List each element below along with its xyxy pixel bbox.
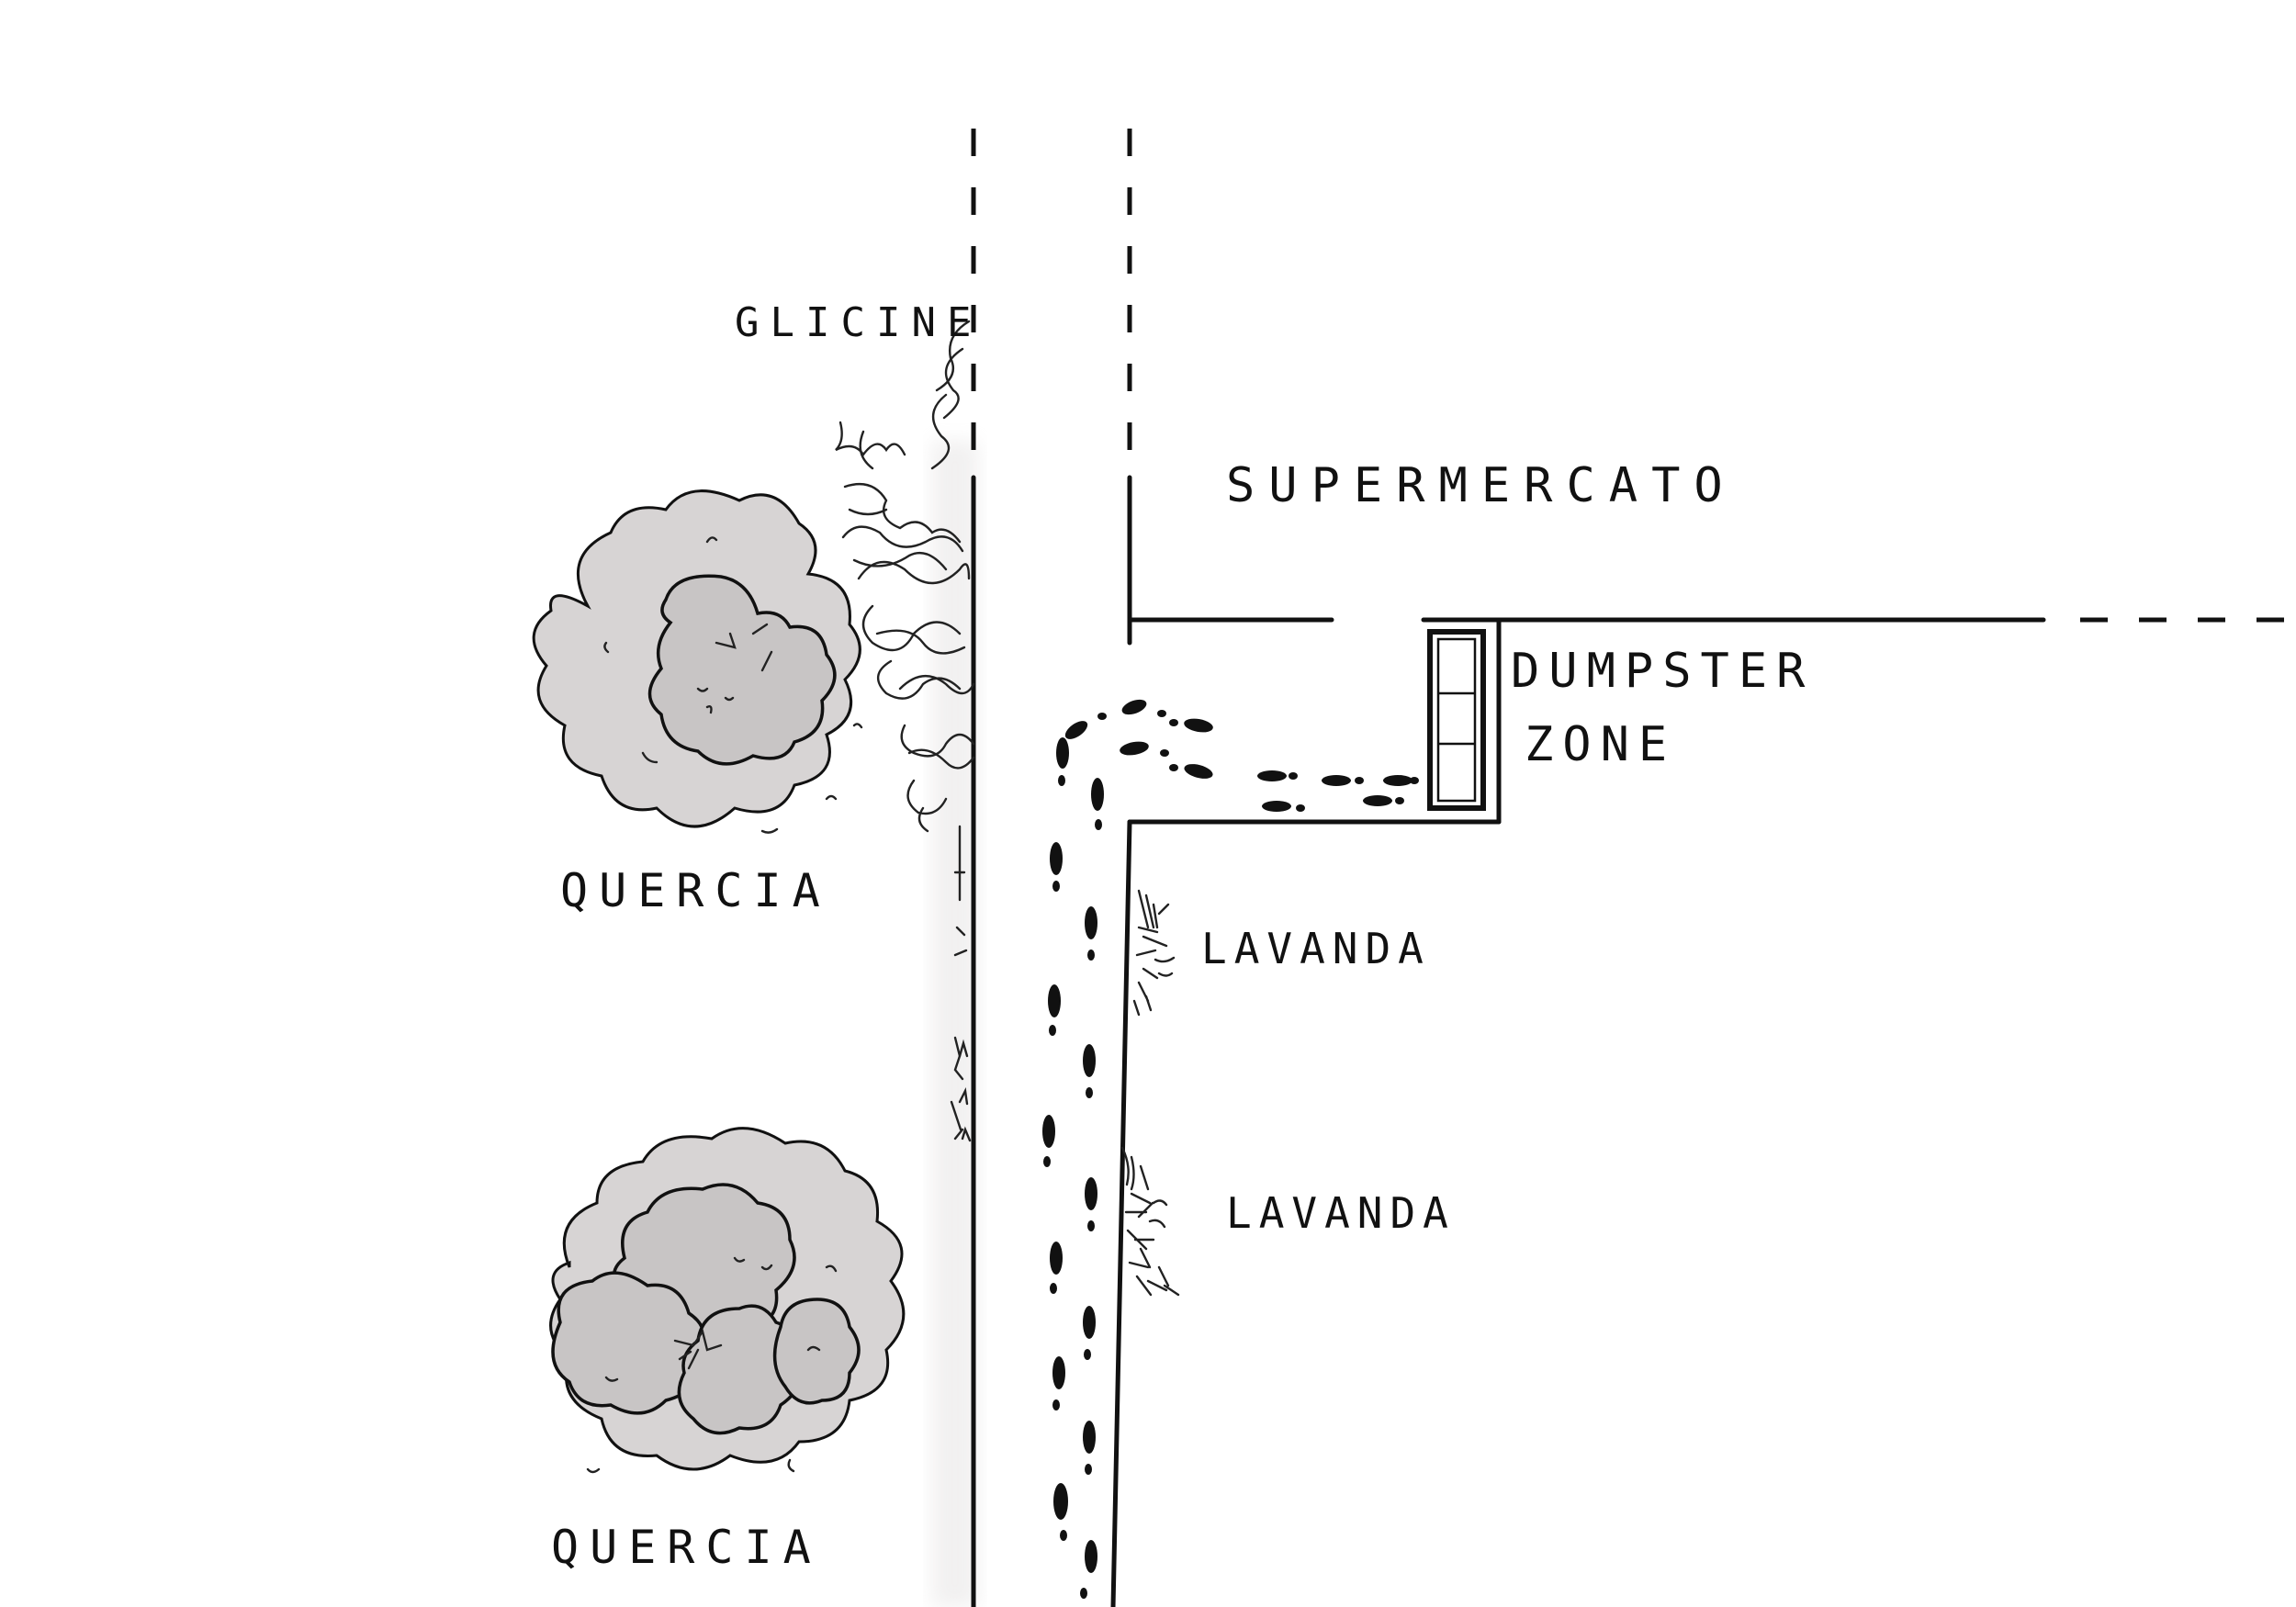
right-path-wall-lower <box>1110 819 1132 1607</box>
oak-tree-top-icon <box>532 489 863 834</box>
label-zone: ZONE <box>1525 717 1677 772</box>
label-lavanda-top: LAVANDA <box>1201 924 1431 973</box>
dumpster-icon <box>1427 629 1486 811</box>
wall-shadow <box>932 441 978 1607</box>
label-supermercato: SUPERMERCATO <box>1226 458 1737 513</box>
label-quercia-top: QUERCIA <box>560 864 831 917</box>
label-quercia-bottom: QUERCIA <box>551 1521 822 1574</box>
label-dumpster: DUMPSTER <box>1511 644 1815 699</box>
footprints-trail-icon <box>1042 699 1419 1599</box>
lavender-shrub-bottom-icon <box>1120 1146 1180 1297</box>
oak-tree-bottom-icon <box>549 1127 906 1474</box>
grass-tuft-icon <box>958 1039 972 1142</box>
label-lavanda-bottom: LAVANDA <box>1226 1188 1456 1238</box>
lavender-shrub-top-icon <box>1132 889 1176 1017</box>
label-glicine: GLICINE <box>735 299 983 346</box>
wisteria-shrub-icon <box>835 320 975 1141</box>
